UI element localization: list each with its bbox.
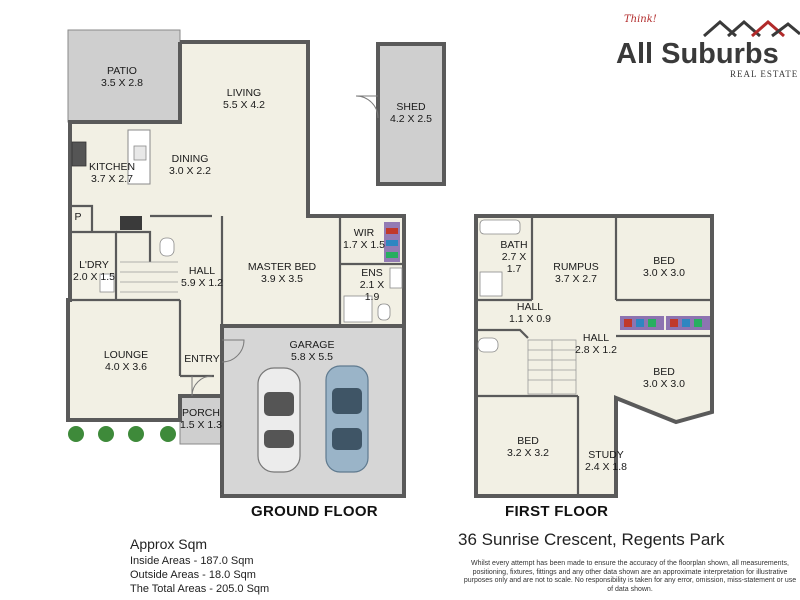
room-label-garage-dim1: 5.8 X 5.5 (291, 351, 333, 363)
area-total: The Total Areas - 205.0 Sqm (130, 583, 270, 595)
room-label-bed-2-name: BED (653, 366, 675, 378)
wc (159, 237, 175, 257)
room-label-master-bed-name: MASTER BED (248, 261, 317, 273)
shed-door-swing (355, 95, 379, 119)
room-label-patio-dim1: 3.5 X 2.8 (101, 77, 143, 89)
room-label-ensuite-name: ENS (361, 267, 383, 279)
room-label-porch-name: PORCH (182, 407, 220, 419)
ensuite-wc (377, 303, 391, 321)
ground-inner-walls (70, 204, 404, 378)
room-label-rumpus-dim1: 3.7 X 2.7 (555, 273, 597, 285)
room-label-bath-dim1: 2.7 X (502, 251, 527, 263)
room-label-bed-1-dim1: 3.0 X 3.0 (643, 267, 685, 279)
logo-sub: REAL ESTATE (730, 69, 799, 79)
room-label-lounge-name: LOUNGE (104, 349, 148, 361)
shed-area (378, 44, 444, 184)
car-white (257, 367, 301, 473)
room-label-kitchen-dim1: 3.7 X 2.7 (91, 173, 133, 185)
cooktop (71, 141, 87, 167)
room-label-hall-upper-2-name: HALL (583, 332, 609, 344)
ground-walls (66, 40, 446, 498)
room-label-ensuite-dim1: 2.1 X (360, 279, 385, 291)
brand-logo: Think! All Suburbs REAL ESTATE (612, 10, 800, 84)
first-walls (474, 214, 714, 498)
room-label-wir-dim1: 1.7 X 1.5 (343, 239, 385, 251)
first-floor-title: FIRST FLOOR (505, 503, 609, 520)
ground-floor-title: GROUND FLOOR (251, 503, 378, 520)
room-label-wir-name: WIR (354, 227, 375, 239)
ensuite-shower (343, 295, 373, 323)
ground-stairs (120, 261, 178, 293)
room-label-rumpus-name: RUMPUS (553, 261, 599, 273)
room-label-kitchen-name: KITCHEN (89, 161, 135, 173)
disclaimer: Whilst every attempt has been made to en… (463, 560, 797, 593)
room-label-hall-ground-dim1: 5.9 X 1.2 (181, 277, 223, 289)
first-stairs (527, 339, 577, 395)
bath-shower (479, 271, 503, 297)
room-label-living-name: LIVING (227, 87, 261, 99)
room-label-lounge-dim1: 4.0 X 3.6 (105, 361, 147, 373)
fridge (120, 216, 142, 230)
room-label-shed-name: SHED (396, 101, 426, 113)
bath-tub (479, 219, 521, 235)
room-label-pantry-name: P (74, 211, 81, 223)
master-fill (222, 216, 404, 326)
area-summary: Approx Sqm Inside Areas - 187.0 Sqm Outs… (130, 536, 269, 596)
room-label-laundry-dim1: 2.0 X 1.5 (73, 271, 115, 283)
car-blue (325, 365, 369, 473)
area-outside: Outside Areas - 18.0 Sqm (130, 569, 256, 581)
room-label-porch-dim1: 1.5 X 1.3 (180, 419, 222, 431)
room-label-dining-dim1: 3.0 X 2.2 (169, 165, 211, 177)
room-label-dining-name: DINING (172, 153, 209, 165)
ensuite-vanity (389, 267, 403, 289)
property-address: 36 Sunrise Crescent, Regents Park (458, 530, 725, 549)
room-label-bath-dim2: 1.7 (507, 263, 522, 275)
kitchen-sink (133, 145, 147, 161)
garage-area (222, 326, 404, 496)
room-label-master-bed-dim1: 3.9 X 3.5 (261, 273, 303, 285)
room-label-hall-upper-2-dim1: 2.8 X 1.2 (575, 344, 617, 356)
room-label-entry-name: ENTRY (184, 353, 219, 365)
house-roofs-icon (703, 20, 800, 38)
room-label-study-dim1: 2.4 X 1.8 (585, 461, 627, 473)
first-floor-fill (476, 216, 712, 496)
area-inside: Inside Areas - 187.0 Sqm (130, 555, 254, 567)
room-label-patio-name: PATIO (107, 65, 137, 77)
entry-door-swing (221, 339, 245, 363)
room-label-laundry-name: L'DRY (79, 259, 109, 271)
room-label-hall-upper-dim1: 1.1 X 0.9 (509, 313, 551, 325)
room-label-hall-upper-name: HALL (517, 301, 543, 313)
wir-clothes (384, 222, 400, 262)
logo-tagline: Think! (624, 14, 657, 25)
room-label-living-dim1: 5.5 X 4.2 (223, 99, 265, 111)
upper-wc (477, 337, 499, 353)
room-label-bath-name: BATH (500, 239, 527, 251)
first-inner-walls (476, 216, 712, 496)
room-label-shed-dim1: 4.2 X 2.5 (390, 113, 432, 125)
room-label-bed-3-name: BED (517, 435, 539, 447)
room-label-bed-2-dim1: 3.0 X 3.0 (643, 378, 685, 390)
area-heading: Approx Sqm (130, 536, 208, 552)
room-label-garage-name: GARAGE (290, 339, 335, 351)
room-label-bed-1-name: BED (653, 255, 675, 267)
porch-door-swing (191, 375, 213, 397)
laundry-tub (99, 273, 115, 293)
patio-area (67, 29, 181, 123)
room-label-bed-3-dim1: 3.2 X 3.2 (507, 447, 549, 459)
logo-brand: All Suburbs (616, 38, 779, 70)
room-label-ensuite-dim2: 1.9 (365, 291, 380, 303)
shrubs (68, 426, 176, 442)
room-label-hall-ground-name: HALL (189, 265, 215, 277)
room-label-study-name: STUDY (588, 449, 624, 461)
porch-area (179, 395, 223, 445)
bed-robes (620, 316, 710, 330)
